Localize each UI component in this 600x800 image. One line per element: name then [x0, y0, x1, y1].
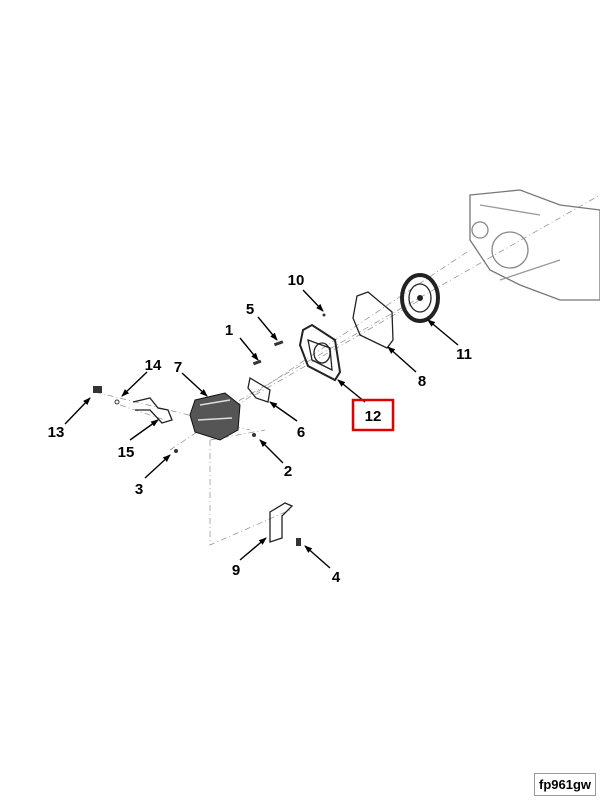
callout-12[interactable]: 12 [365, 408, 382, 425]
assembly-lines [94, 194, 600, 546]
callout-2[interactable]: 2 [284, 463, 292, 480]
callout-3[interactable]: 3 [135, 481, 143, 498]
callout-11[interactable]: 11 [456, 346, 472, 363]
callout-9[interactable]: 9 [232, 562, 240, 579]
callout-7[interactable]: 7 [174, 359, 182, 376]
callout-5[interactable]: 5 [246, 301, 254, 318]
part-7-pump [189, 392, 241, 441]
callout-14[interactable]: 14 [145, 357, 162, 374]
part-9-bracket [269, 502, 294, 543]
part-11-gear [400, 273, 440, 323]
callout-8[interactable]: 8 [418, 373, 426, 390]
callout-13[interactable]: 13 [48, 424, 65, 441]
highlight-box [351, 398, 395, 432]
engine-front-cover [469, 189, 600, 301]
figure-id-label: fp961gw [534, 773, 596, 796]
callout-10[interactable]: 10 [288, 272, 305, 289]
part-12-cover-plate [298, 323, 342, 382]
fasteners [93, 313, 326, 546]
part-15-fuel-line [132, 397, 173, 424]
callout-1[interactable]: 1 [225, 322, 233, 339]
callout-15[interactable]: 15 [118, 444, 135, 461]
part-6-gasket [247, 376, 271, 403]
callout-4[interactable]: 4 [332, 569, 341, 586]
callout-arrows [64, 289, 459, 569]
part-8-gasket [352, 291, 394, 349]
callout-6[interactable]: 6 [297, 424, 305, 441]
